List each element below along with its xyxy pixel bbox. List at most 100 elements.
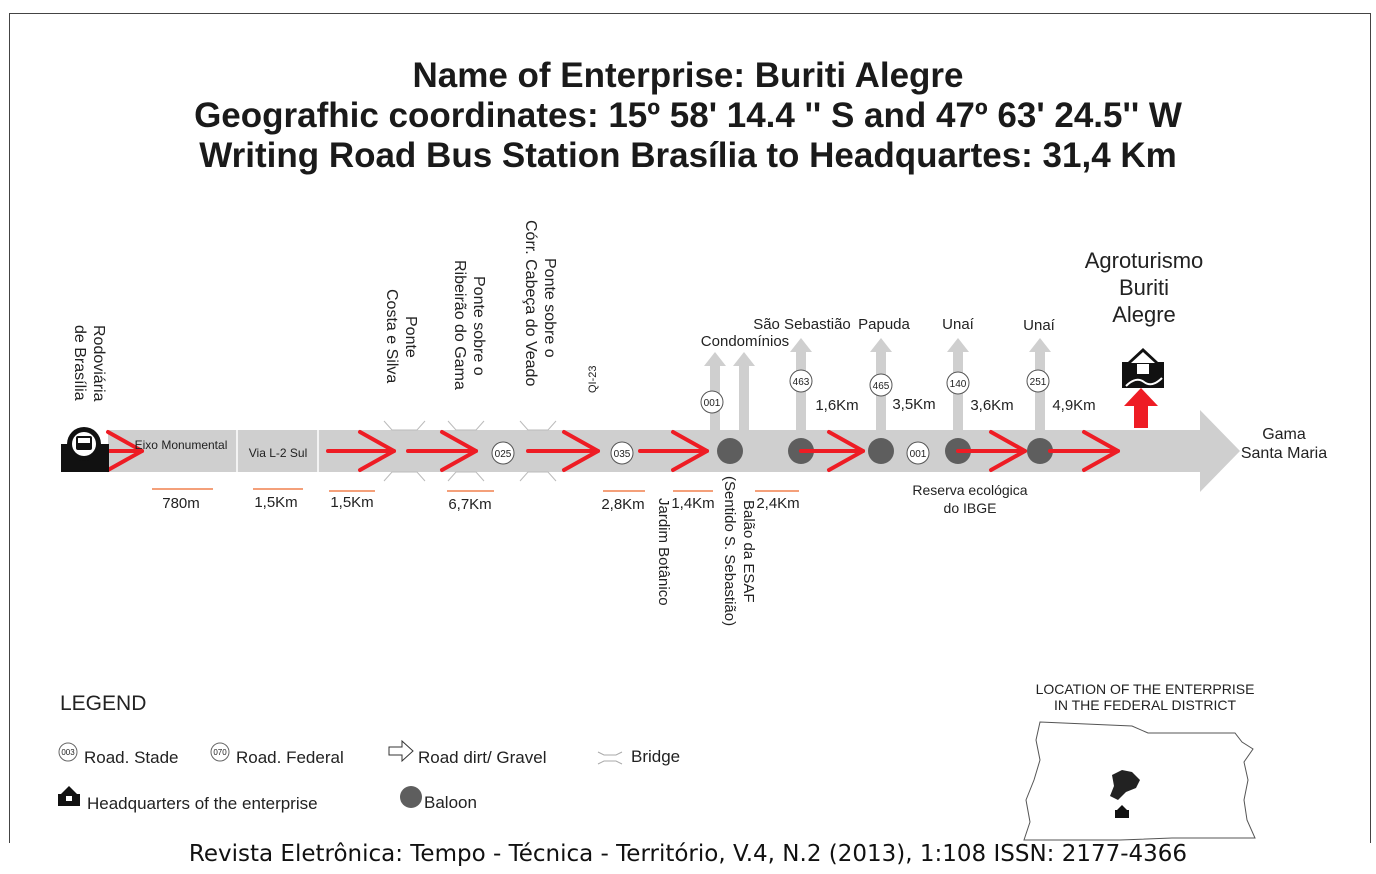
start-label: Rodoviária de Brasília xyxy=(71,325,107,402)
jardim-botanico-label: Jardim Botânico xyxy=(655,498,672,606)
svg-text:035: 035 xyxy=(614,449,631,460)
direction-arrow xyxy=(326,430,396,472)
svg-text:(Sentido S. Sebastião): (Sentido S. Sebastião) xyxy=(721,476,738,626)
svg-text:251: 251 xyxy=(1030,377,1047,388)
location-inset: LOCATION OF THE ENTERPRISE IN THE FEDERA… xyxy=(1023,681,1256,841)
svg-text:QI-23: QI-23 xyxy=(587,365,599,393)
distance-label: 3,6Km xyxy=(970,397,1013,414)
svg-text:465: 465 xyxy=(873,381,890,392)
direction-arrow xyxy=(956,430,1027,472)
unai-label: Unaí xyxy=(942,316,975,333)
legend-state-road: 003 Road. Stade xyxy=(58,742,179,767)
distance-label: 780m xyxy=(162,495,200,512)
svg-text:IN THE FEDERAL DISTRICT: IN THE FEDERAL DISTRICT xyxy=(1054,697,1236,713)
title-distance: Writing Road Bus Station Brasília to Hea… xyxy=(199,136,1177,175)
svg-text:do IBGE: do IBGE xyxy=(944,500,997,516)
direction-arrow xyxy=(638,430,709,472)
road-end-label: Gama Santa Maria xyxy=(1241,426,1327,462)
direction-arrow xyxy=(406,430,478,472)
svg-text:Gama: Gama xyxy=(1262,426,1306,443)
direction-arrow xyxy=(799,430,865,472)
destination-arrow xyxy=(1124,388,1158,428)
sentido-sao-sebastiao-label: (Sentido S. Sebastião) xyxy=(721,476,738,626)
unai-label: Unaí xyxy=(1023,317,1056,334)
svg-text:Buriti: Buriti xyxy=(1119,275,1169,300)
bridge-label-ribeirao-do-gama: Ponte sobre o Ribeirão do Gama xyxy=(451,260,487,390)
svg-text:Córr. Cabeça do Veado: Córr. Cabeça do Veado xyxy=(522,220,539,386)
legend-bridge: Bridge xyxy=(597,747,680,766)
svg-text:Baloon: Baloon xyxy=(424,793,477,812)
svg-text:Ribeirão do Gama: Ribeirão do Gama xyxy=(451,260,468,390)
title-coordinates: Geografhic coordinates: 15º 58' 14.4 '' … xyxy=(194,96,1182,135)
distance-label: 4,9Km xyxy=(1052,397,1095,414)
road-shield-465: 465 xyxy=(869,373,893,397)
road-shield-140: 140 xyxy=(946,371,970,395)
road-name-via-l2-sul: Via L-2 Sul xyxy=(249,446,307,460)
road-name-eixo-monumental: Eixo Monumental xyxy=(135,438,228,452)
distance-label: 2,8Km xyxy=(601,496,644,513)
svg-text:070: 070 xyxy=(213,748,227,757)
federal-district-outline xyxy=(1023,721,1256,841)
svg-text:Road dirt/ Gravel: Road dirt/ Gravel xyxy=(418,748,547,767)
svg-text:Ponte sobre o: Ponte sobre o xyxy=(541,258,558,358)
svg-text:Road. Federal: Road. Federal xyxy=(236,748,344,767)
svg-text:Balão da ESAF: Balão da ESAF xyxy=(740,500,757,603)
bridge-mark-1 xyxy=(383,420,426,482)
svg-text:140: 140 xyxy=(950,379,967,390)
legend-title: LEGEND xyxy=(60,692,146,715)
svg-text:de Brasília: de Brasília xyxy=(71,325,88,401)
destination-label: Agroturismo Buriti Alegre xyxy=(1085,248,1204,327)
bridge-label-costa-e-silva: Ponte Costa e Silva xyxy=(383,289,419,383)
svg-text:Jardim Botânico: Jardim Botânico xyxy=(655,498,672,606)
baloon-papuda xyxy=(868,438,894,464)
qi-23-label: QI-23 xyxy=(587,365,599,393)
svg-text:LOCATION OF THE ENTERPRISE: LOCATION OF THE ENTERPRISE xyxy=(1036,681,1255,697)
reserva-ibge-label: Reserva ecológica do IBGE xyxy=(912,482,1027,516)
distance-underlines xyxy=(152,488,799,492)
distance-label: 1,4Km xyxy=(671,495,714,512)
bridge-mark-3 xyxy=(519,420,557,482)
bus-station-icon xyxy=(61,427,109,472)
sao-sebastiao-label: São Sebastião xyxy=(753,316,851,333)
svg-text:Bridge: Bridge xyxy=(631,747,680,766)
balao-esaf-label: Balão da ESAF xyxy=(740,500,757,603)
svg-text:Santa Maria: Santa Maria xyxy=(1241,445,1327,462)
legend-dirt-road: Road dirt/ Gravel xyxy=(388,739,547,767)
brasilia-urban-area xyxy=(1110,770,1140,800)
svg-text:Agroturismo: Agroturismo xyxy=(1085,248,1204,273)
headquarters-icon xyxy=(1122,348,1164,388)
svg-text:Alegre: Alegre xyxy=(1112,302,1176,327)
legend-baloon: Baloon xyxy=(400,786,477,812)
svg-text:003: 003 xyxy=(61,748,75,757)
bridge-mark-2 xyxy=(447,420,485,482)
road-shield-001: 001 xyxy=(906,441,930,465)
direction-arrow xyxy=(526,430,600,472)
svg-text:001: 001 xyxy=(910,449,927,460)
road-shield-463: 463 xyxy=(789,369,813,393)
road-shield-035: 035 xyxy=(610,441,634,465)
svg-text:001: 001 xyxy=(704,398,721,409)
svg-text:Rodoviária: Rodoviária xyxy=(90,325,107,402)
papuda-label: Papuda xyxy=(858,316,910,333)
bridge-label-corrego-cabeca-do-veado: Ponte sobre o Córr. Cabeça do Veado xyxy=(522,220,558,386)
svg-text:Road. Stade: Road. Stade xyxy=(84,748,179,767)
svg-text:463: 463 xyxy=(793,377,810,388)
road-shield-001: 001 xyxy=(700,390,724,414)
baloon-esaf xyxy=(717,438,743,464)
svg-text:025: 025 xyxy=(495,449,512,460)
distance-label: 1,6Km xyxy=(815,397,858,414)
svg-text:Reserva ecológica: Reserva ecológica xyxy=(912,482,1027,498)
side-road-condominios-2 xyxy=(733,352,755,431)
condominios-label: Condomínios xyxy=(701,333,789,350)
citation: Revista Eletrônica: Tempo - Técnica - Te… xyxy=(188,841,1188,867)
distance-label: 2,4Km xyxy=(756,495,799,512)
distance-label: 6,7Km xyxy=(448,496,491,513)
title-enterprise: Name of Enterprise: Buriti Alegre xyxy=(412,56,964,95)
svg-text:Headquarters of the enterprise: Headquarters of the enterprise xyxy=(87,794,318,813)
distance-label: 1,5Km xyxy=(254,494,297,511)
svg-text:Ponte sobre o: Ponte sobre o xyxy=(470,276,487,376)
svg-text:Ponte: Ponte xyxy=(402,316,419,358)
direction-arrow xyxy=(1048,430,1120,472)
baloon-unai-2 xyxy=(1027,438,1053,464)
